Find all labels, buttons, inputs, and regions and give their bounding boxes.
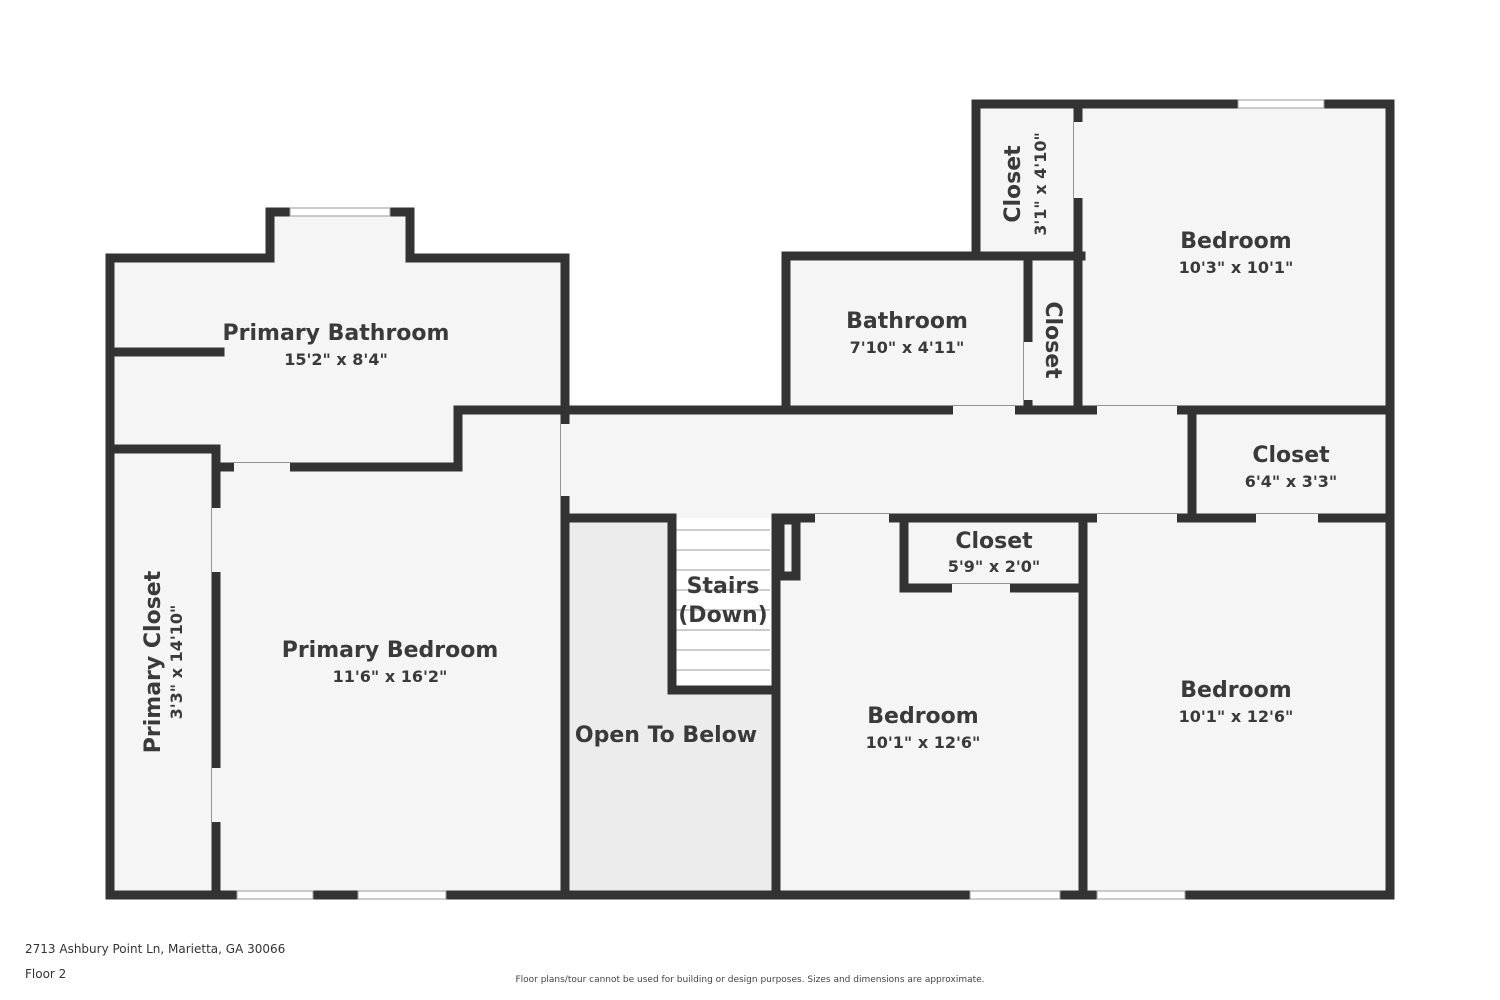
window-bedroom-mid: [969, 890, 1061, 900]
stair-treads: [674, 529, 770, 671]
primary-bathroom-name: Primary Bathroom: [223, 321, 450, 346]
closet-mid-dims: 5'9" x 2'0": [948, 557, 1040, 576]
bathroom-dims: 7'10" x 4'11": [850, 338, 965, 357]
window-primary-bed-1: [236, 890, 314, 900]
bedroom-top-right-dims: 10'3" x 10'1": [1179, 258, 1294, 277]
bedroom-bottom-right-name: Bedroom: [1180, 678, 1291, 703]
room-labels: Primary Bathroom 15'2" x 8'4" Primary Be…: [141, 132, 1337, 753]
primary-closet-dims: 3'3" x 14'10": [167, 605, 186, 720]
closet-right-dims: 6'4" x 3'3": [1245, 472, 1337, 491]
window-primary-bath: [289, 207, 391, 217]
closet-top-name: Closet: [1001, 145, 1026, 223]
floor-label: Floor 2: [25, 967, 67, 981]
closet-top-dims: 3'1" x 4'10": [1031, 132, 1050, 236]
primary-bedroom-name: Primary Bedroom: [282, 638, 499, 663]
window-primary-bed-2: [357, 890, 447, 900]
primary-bathroom-dims: 15'2" x 8'4": [284, 350, 388, 369]
openings: [236, 99, 1325, 900]
primary-bedroom-dims: 11'6" x 16'2": [333, 667, 448, 686]
closet-small-name: Closet: [1040, 301, 1065, 379]
bedroom-mid-dims: 10'1" x 12'6": [866, 733, 981, 752]
bathroom-name: Bathroom: [846, 309, 968, 334]
closet-right-name: Closet: [1252, 443, 1330, 468]
window-bedroom-br: [1096, 890, 1186, 900]
doors: [212, 122, 1318, 822]
property-address: 2713 Ashbury Point Ln, Marietta, GA 3006…: [25, 942, 286, 956]
bedroom-top-right-name: Bedroom: [1180, 229, 1291, 254]
disclaimer-text: Floor plans/tour cannot be used for buil…: [515, 975, 985, 985]
open-to-below-label: Open To Below: [575, 723, 757, 748]
closet-mid-name: Closet: [955, 529, 1033, 554]
stairs-label: Stairs: [687, 574, 760, 599]
stairs-area: [672, 518, 772, 690]
bedroom-bottom-right-dims: 10'1" x 12'6": [1179, 707, 1294, 726]
stairs-direction: (Down): [678, 603, 767, 628]
window-bedroom-top: [1237, 99, 1325, 109]
primary-closet-name: Primary Closet: [141, 570, 166, 753]
floor-fills: [110, 104, 1395, 895]
bedroom-mid-name: Bedroom: [867, 704, 978, 729]
